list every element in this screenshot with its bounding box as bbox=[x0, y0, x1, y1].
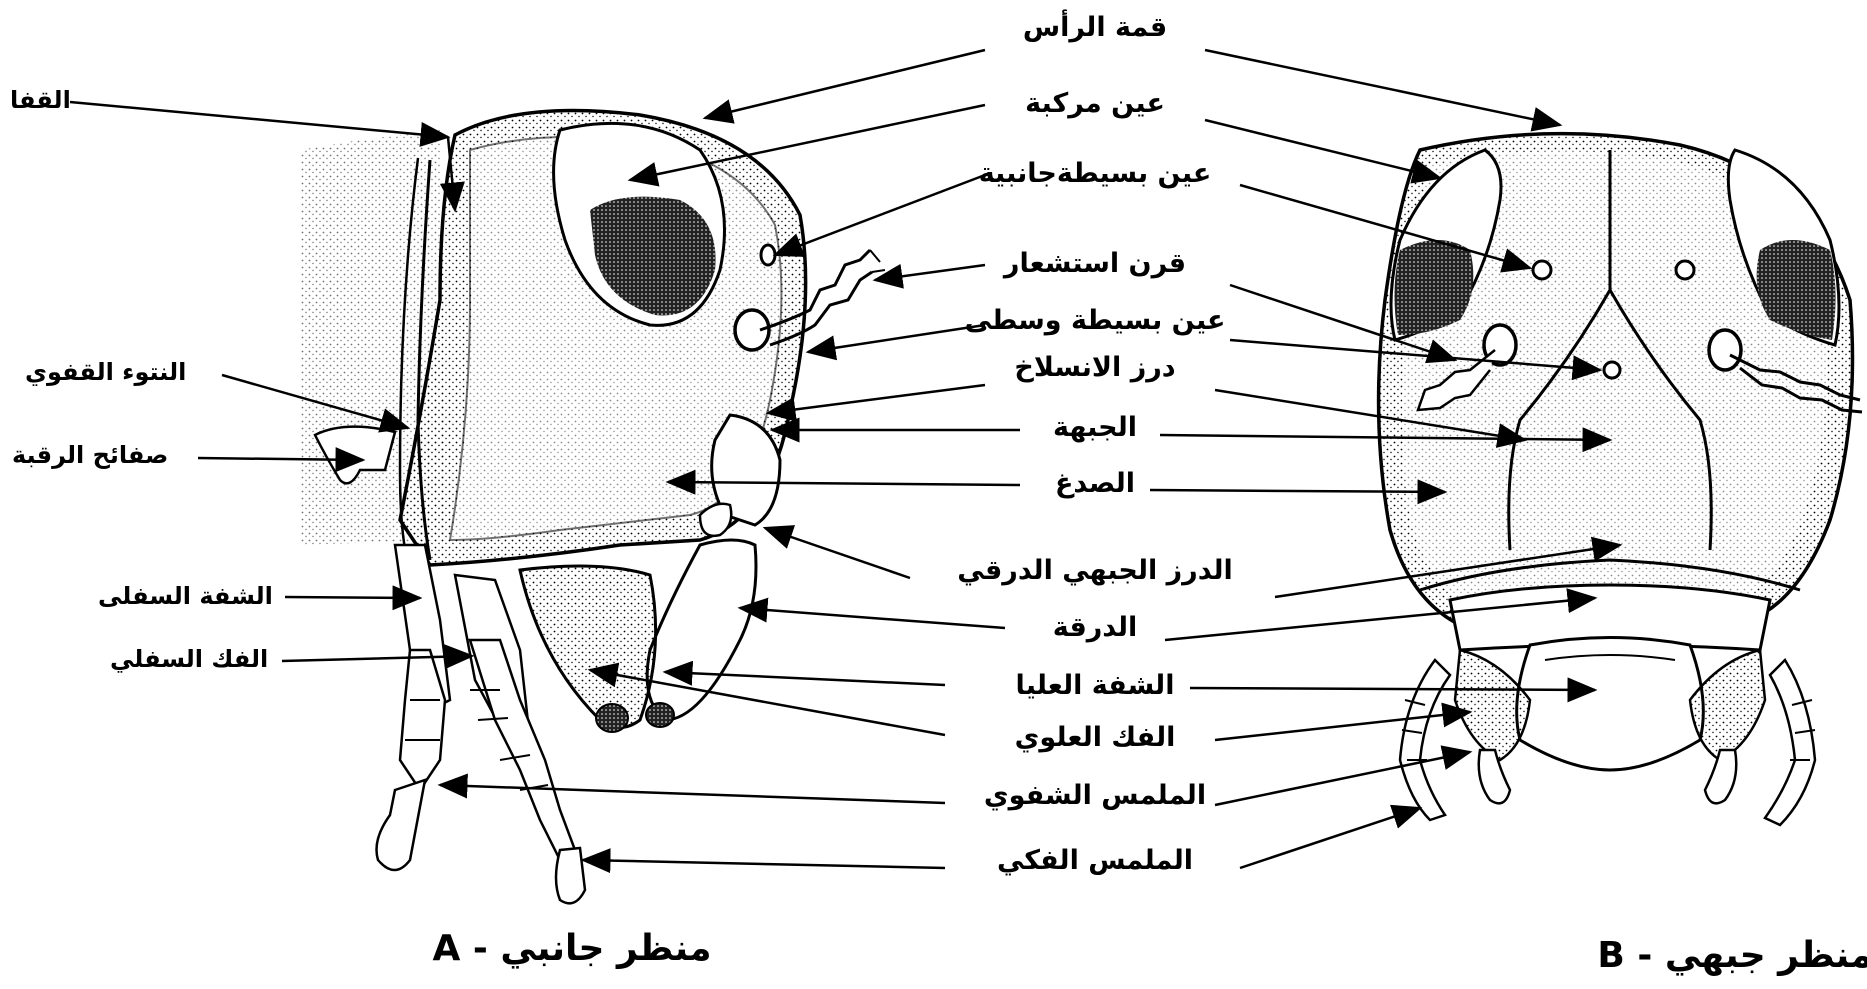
label-occipital-condyle: النتوء القفوي bbox=[25, 358, 186, 386]
label-lateral-ocellus: عين بسيطةجانبية bbox=[979, 158, 1212, 189]
arrow-labium bbox=[285, 597, 420, 598]
labrum-lateral bbox=[647, 540, 756, 720]
label-antenna: قرن استشعار bbox=[1004, 248, 1186, 279]
mandible-frontal-left bbox=[1455, 650, 1530, 760]
lateral-ocellus-frontal-left bbox=[1533, 261, 1551, 279]
maxillary-palp-frontal-left bbox=[1400, 660, 1450, 820]
label-compound-eye: عين مركبة bbox=[1025, 88, 1165, 119]
mandible-lateral bbox=[520, 566, 656, 728]
arrow-mandible-B bbox=[1215, 712, 1470, 740]
arrow-median-ocellus-A bbox=[808, 325, 985, 352]
arrow-antenna-A bbox=[875, 265, 985, 280]
labrum-frontal bbox=[1517, 638, 1704, 771]
arrow-lateral-ocellus-A bbox=[775, 175, 985, 255]
label-median-ocellus: عين بسيطة وسطى bbox=[965, 305, 1226, 336]
labial-palp-frontal-right bbox=[1705, 750, 1736, 803]
label-gena: الصدغ bbox=[1055, 468, 1135, 499]
arrow-vertex-A bbox=[705, 50, 985, 118]
label-mandible: الفك العلوي bbox=[1015, 722, 1176, 753]
label-frons: الجبهة bbox=[1053, 412, 1137, 443]
caption-frontal-view: منظر جبهي - B bbox=[1597, 935, 1867, 976]
label-ecdysial-suture: درز الانسلاخ bbox=[1014, 352, 1175, 383]
label-maxillary-palp: الملمس الفكي bbox=[997, 845, 1193, 876]
label-labial-palp: الملمس الشفوي bbox=[984, 780, 1206, 811]
caption-lateral-view: منظر جانبي - A bbox=[433, 928, 712, 969]
arrow-frontoclypeal-A bbox=[765, 528, 910, 578]
label-frontoclypeal-suture: الدرز الجبهي الدرقي bbox=[957, 555, 1232, 586]
label-labrum: الشفة العليا bbox=[1016, 670, 1175, 701]
arrow-labial-palp-A bbox=[440, 785, 945, 803]
arrow-occiput bbox=[70, 102, 448, 137]
labial-palp-frontal-left bbox=[1479, 750, 1510, 803]
label-occiput: القفا bbox=[10, 86, 71, 114]
lateral-view-head bbox=[300, 111, 885, 904]
median-ocellus-frontal bbox=[1604, 362, 1620, 378]
arrow-clypeus-A bbox=[740, 608, 1005, 628]
arrow-vertex-B bbox=[1205, 50, 1560, 125]
frontal-view-head bbox=[1379, 134, 1862, 825]
lateral-ocellus-frontal-right bbox=[1676, 261, 1694, 279]
arrow-ecdysial-A bbox=[768, 385, 985, 413]
label-clypeus: الدرقة bbox=[1053, 612, 1138, 643]
lateral-ocellus-lateral bbox=[761, 245, 775, 265]
label-labium: الشفة السفلى bbox=[98, 582, 273, 610]
arrow-maxillary-palp-B bbox=[1240, 808, 1420, 868]
mandible-frontal-right bbox=[1690, 650, 1765, 760]
label-maxilla: الفك السفلي bbox=[110, 645, 268, 673]
label-cervical-sclerites: صفائح الرقبة bbox=[12, 441, 168, 469]
label-vertex: قمة الرأس bbox=[1023, 12, 1167, 43]
antennal-socket-frontal-right bbox=[1709, 330, 1741, 370]
maxillary-palp-frontal-right bbox=[1765, 660, 1815, 825]
arrow-compound-eye-B bbox=[1205, 120, 1440, 178]
arrow-maxillary-palp-A bbox=[583, 860, 945, 868]
